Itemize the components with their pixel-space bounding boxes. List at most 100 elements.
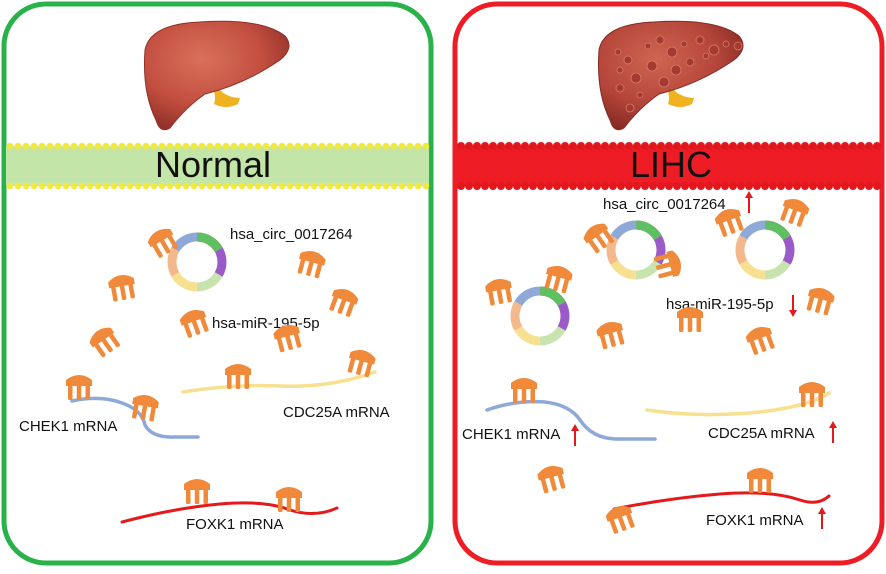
- tumor-nodule: [616, 66, 624, 74]
- membrane-dot: [809, 142, 817, 150]
- membrane-dot: [262, 182, 270, 190]
- membrane-dot: [374, 182, 382, 190]
- membrane-dot: [414, 142, 422, 150]
- membrane-dot: [585, 142, 593, 150]
- membrane-dot: [110, 182, 118, 190]
- membrane-dot: [601, 142, 609, 150]
- membrane-dot: [689, 182, 697, 190]
- membrane-dot: [270, 182, 278, 190]
- membrane-dot: [158, 182, 166, 190]
- membrane-dot: [529, 142, 537, 150]
- normal-mir-label: hsa-miR-195-5p: [212, 315, 320, 332]
- membrane-dot: [609, 142, 617, 150]
- membrane-dot: [158, 142, 166, 150]
- membrane-dot: [721, 182, 729, 190]
- membrane-dot: [366, 182, 374, 190]
- membrane-dot: [753, 182, 761, 190]
- membrane-dot: [633, 182, 641, 190]
- membrane-dot: [102, 182, 110, 190]
- normal-cdc25a-mrna: [181, 370, 377, 394]
- membrane-dot: [86, 142, 94, 150]
- membrane-dot: [705, 142, 713, 150]
- membrane-dot: [70, 182, 78, 190]
- tumor-nodule: [708, 44, 720, 56]
- membrane-dot: [270, 142, 278, 150]
- membrane-dot: [6, 142, 14, 150]
- lihc-foxk1-mrna: [612, 491, 831, 511]
- membrane-dot: [254, 142, 262, 150]
- membrane-dot: [777, 142, 785, 150]
- membrane-dot: [729, 182, 737, 190]
- membrane-dot: [825, 142, 833, 150]
- membrane-dot: [246, 182, 254, 190]
- normal-cdc25a-label: CDC25A mRNA: [283, 404, 390, 421]
- membrane-dot: [350, 142, 358, 150]
- membrane-dot: [174, 142, 182, 150]
- membrane-dot: [761, 182, 769, 190]
- membrane-dot: [110, 142, 118, 150]
- lihc-cdc25a-label: CDC25A mRNA: [708, 425, 815, 442]
- membrane-dot: [745, 182, 753, 190]
- membrane-dot: [422, 182, 430, 190]
- tumor-nodule: [615, 83, 625, 93]
- membrane-dot: [497, 142, 505, 150]
- membrane-dot: [649, 142, 657, 150]
- normal-membrane: [6, 142, 430, 190]
- membrane-dot: [505, 142, 513, 150]
- membrane-dot: [769, 182, 777, 190]
- membrane-dot: [593, 182, 601, 190]
- membrane-dot: [681, 182, 689, 190]
- membrane-dot: [318, 142, 326, 150]
- membrane-dot: [190, 142, 198, 150]
- membrane-dot: [14, 182, 22, 190]
- membrane-dot: [697, 142, 705, 150]
- membrane-dot: [118, 142, 126, 150]
- membrane-dot: [625, 142, 633, 150]
- membrane-dot: [374, 142, 382, 150]
- membrane-dot: [174, 182, 182, 190]
- membrane-dot: [126, 182, 134, 190]
- membrane-dot: [94, 182, 102, 190]
- membrane-dot: [481, 182, 489, 190]
- membrane-dot: [390, 142, 398, 150]
- membrane-dot: [545, 142, 553, 150]
- mirna-comb-icon: [677, 307, 703, 332]
- membrane-dot: [593, 142, 601, 150]
- membrane-dot: [601, 182, 609, 190]
- membrane-dot: [94, 142, 102, 150]
- normal-title: Normal: [155, 144, 271, 185]
- mirna-comb-icon: [184, 479, 210, 504]
- membrane-dot: [873, 182, 881, 190]
- membrane-dot: [198, 182, 206, 190]
- membrane-dot: [214, 142, 222, 150]
- membrane-dot: [489, 182, 497, 190]
- membrane-dot: [150, 182, 158, 190]
- membrane-dot: [457, 142, 465, 150]
- membrane-dot: [833, 182, 841, 190]
- membrane-dot: [46, 142, 54, 150]
- membrane-dot: [689, 142, 697, 150]
- membrane-dot: [465, 182, 473, 190]
- normal-foxk1-mrna: [120, 501, 339, 524]
- membrane-dot: [366, 142, 374, 150]
- membrane-dot: [657, 142, 665, 150]
- membrane-dot: [617, 182, 625, 190]
- membrane-dot: [617, 142, 625, 150]
- membrane-dot: [54, 182, 62, 190]
- membrane-dot: [569, 142, 577, 150]
- membrane-dot: [62, 182, 70, 190]
- tumor-nodule: [702, 52, 710, 60]
- membrane-dot: [278, 142, 286, 150]
- membrane-dot: [422, 142, 430, 150]
- mirna-comb-icon: [276, 487, 302, 512]
- membrane-dot: [761, 142, 769, 150]
- membrane-dot: [326, 142, 334, 150]
- tumor-nodule: [623, 55, 633, 65]
- tumor-nodule: [630, 72, 642, 84]
- membrane-dot: [505, 182, 513, 190]
- membrane-dot: [729, 142, 737, 150]
- membrane-dot: [545, 182, 553, 190]
- tumor-nodule: [646, 60, 658, 72]
- membrane-dot: [785, 182, 793, 190]
